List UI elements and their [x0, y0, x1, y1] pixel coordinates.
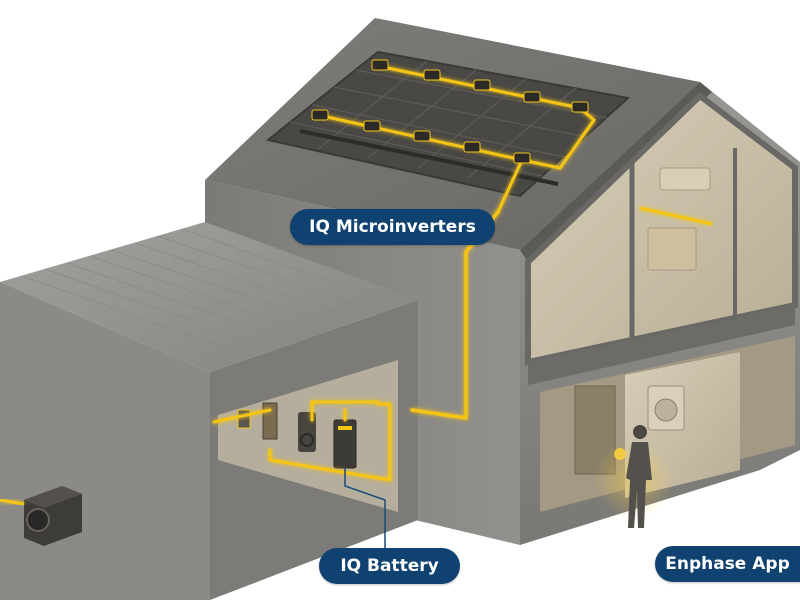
garage-energy-lines: [212, 400, 392, 482]
tv-panel: [647, 227, 697, 271]
iq-battery-label: IQ Battery: [319, 548, 460, 584]
smart-meter-icon: [237, 409, 251, 429]
gateway-icon: [262, 402, 278, 440]
ev-charger-icon: [298, 412, 316, 452]
person-with-phone-icon: [594, 425, 674, 528]
battery-callout-line: [344, 468, 386, 550]
floor-slab: [528, 305, 795, 385]
enphase-app-label: Enphase App: [655, 546, 800, 582]
heat-pump-icon: [0, 486, 82, 546]
microinverters: [311, 59, 589, 164]
air-conditioner: [659, 167, 711, 191]
iq-microinverters-label: IQ Microinverters: [290, 209, 495, 245]
upstairs-room: [525, 92, 798, 366]
solar-panel-array: [265, 50, 631, 198]
upstairs-energy-line: [639, 206, 713, 226]
battery-icon: [333, 419, 357, 469]
